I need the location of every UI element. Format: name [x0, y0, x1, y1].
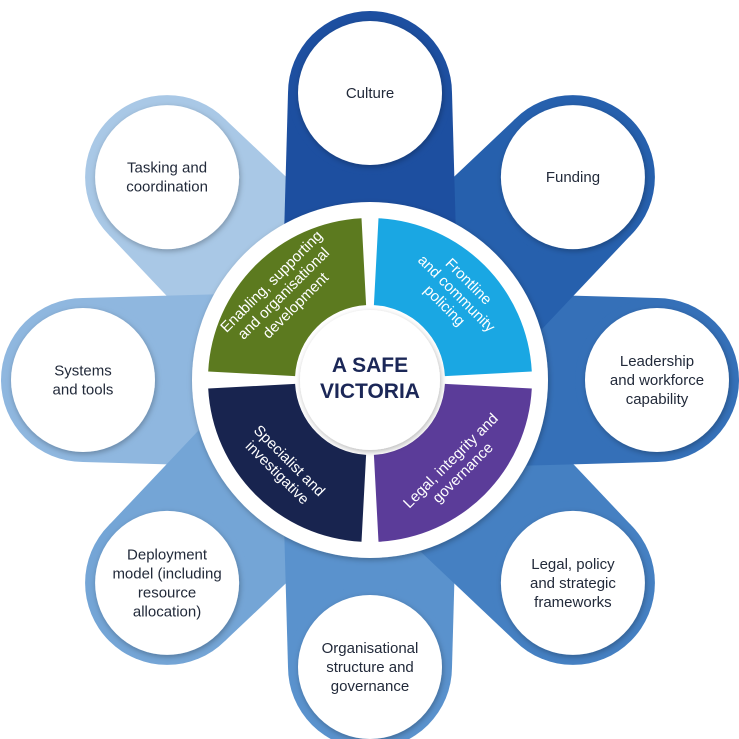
- label-line: A SAFE: [332, 354, 408, 377]
- label-line: frameworks: [534, 594, 612, 611]
- item-label-funding: Funding: [546, 169, 600, 186]
- item-label-organisational-structure-and-governance: Organisational structure and governance: [322, 640, 419, 695]
- item-label-systems-and-tools: Systems and tools: [53, 363, 114, 399]
- label-line: Culture: [346, 85, 394, 102]
- label-line: VICTORIA: [320, 380, 420, 403]
- item-label-legal-policy-and-strategic-frameworks: Legal, policy and strategic frameworks: [530, 556, 616, 611]
- label-line: Tasking and: [127, 160, 207, 177]
- label-line: model (including: [112, 565, 221, 582]
- label-line: Organisational: [322, 640, 419, 657]
- center-title: A SAFE VICTORIA: [320, 354, 420, 403]
- label-line: and workforce: [610, 372, 704, 389]
- label-line: Deployment: [127, 546, 208, 563]
- segment-frontline-and-community-policing: [373, 218, 532, 377]
- label-line: resource: [138, 584, 196, 601]
- inner-wheel: [192, 202, 548, 558]
- item-label-deployment-model-including-resource-allocation: Deployment model (including resource alloca…: [112, 546, 221, 620]
- segment-enabling-supporting-and-organisational-development: [208, 218, 367, 377]
- item-circle-organisational-structure-and-governance: [298, 595, 442, 739]
- segment-legal-integrity-and-governance: [373, 383, 532, 542]
- item-circle-deployment-model-including-resource-allocation: [95, 510, 240, 655]
- item-label-tasking-and-coordination: Tasking and coordination: [126, 160, 208, 196]
- item-circle-tasking-and-coordination: [95, 105, 240, 250]
- label-line: allocation): [133, 603, 201, 620]
- label-line: Funding: [546, 169, 600, 186]
- label-line: Leadership: [620, 353, 694, 370]
- item-circle-systems-and-tools: [11, 308, 155, 452]
- label-line: capability: [626, 391, 689, 408]
- label-line: governance: [331, 678, 409, 695]
- label-line: Legal, policy: [531, 556, 615, 573]
- item-circle-leadership-and-workforce-capability: [585, 308, 729, 452]
- label-line: Systems: [54, 363, 112, 380]
- label-line: and tools: [53, 382, 114, 399]
- item-circle-funding: [500, 105, 645, 250]
- label-line: structure and: [326, 659, 414, 676]
- item-circle-legal-policy-and-strategic-frameworks: [500, 510, 645, 655]
- label-line: and strategic: [530, 575, 616, 592]
- item-label-leadership-and-workforce-capability: Leadership and workforce capability: [610, 353, 704, 408]
- item-circle-culture: [298, 21, 442, 165]
- item-label-culture: Culture: [346, 85, 394, 102]
- segment-specialist-and-investigative: [208, 383, 367, 542]
- outer-item-circles: [11, 21, 729, 739]
- label-line: coordination: [126, 179, 208, 196]
- center-circle: [300, 310, 440, 450]
